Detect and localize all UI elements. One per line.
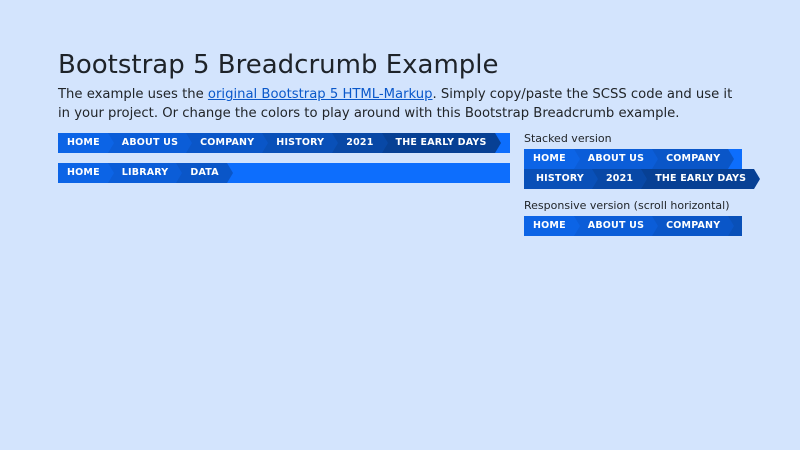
- breadcrumb-stacked: Home About us Company History 2021 The E…: [524, 149, 761, 189]
- breadcrumb-responsive-scroll[interactable]: Home About us Company History 2021 The E…: [524, 216, 742, 236]
- breadcrumb-stacked-row2: History 2021 The Early Days: [524, 169, 761, 189]
- breadcrumb-short: Home Library Data: [58, 163, 510, 183]
- breadcrumb-item-history[interactable]: History: [524, 169, 598, 189]
- bootstrap-markup-link[interactable]: original Bootstrap 5 HTML-Markup: [207, 87, 433, 102]
- breadcrumb-item-history[interactable]: History: [262, 133, 339, 153]
- breadcrumb-item-the-early-days[interactable]: The Early Days: [381, 133, 501, 153]
- breadcrumb-item-library[interactable]: Library: [107, 163, 182, 183]
- intro-text-rest: . Simply copy/paste the SCSS code and us…: [58, 87, 733, 121]
- breadcrumb-item-2021[interactable]: 2021: [591, 169, 648, 189]
- breadcrumb-item-home[interactable]: Home: [58, 163, 114, 183]
- breadcrumb-item-home[interactable]: Home: [524, 149, 580, 169]
- breadcrumb-item-data[interactable]: Data: [176, 163, 234, 183]
- breadcrumb-item-the-early-days[interactable]: The Early Days: [641, 169, 761, 189]
- breadcrumb-item-2021[interactable]: 2021: [332, 133, 388, 153]
- stacked-version-label: Stacked version: [524, 132, 612, 145]
- responsive-version-label: Responsive version (scroll horizontal): [524, 199, 730, 212]
- breadcrumb-stacked-row1: Home About us Company: [524, 149, 742, 169]
- breadcrumb-item-about-us[interactable]: About us: [107, 133, 193, 153]
- breadcrumb-item-home[interactable]: Home: [58, 133, 114, 153]
- breadcrumb-item-company[interactable]: Company: [652, 149, 735, 169]
- breadcrumb-item-home[interactable]: Home: [524, 216, 580, 236]
- breadcrumb-item-company[interactable]: Company: [652, 216, 735, 236]
- breadcrumb-main: Home About us Company History 2021 The E…: [58, 133, 510, 153]
- page-title: Bootstrap 5 Breadcrumb Example: [58, 50, 499, 80]
- intro-text: The example uses the: [58, 87, 208, 102]
- intro-paragraph: The example uses the original Bootstrap …: [58, 85, 738, 123]
- breadcrumb-item-company[interactable]: Company: [186, 133, 269, 153]
- breadcrumb-item-about-us[interactable]: About us: [573, 149, 659, 169]
- breadcrumb-item-about-us[interactable]: About us: [573, 216, 659, 236]
